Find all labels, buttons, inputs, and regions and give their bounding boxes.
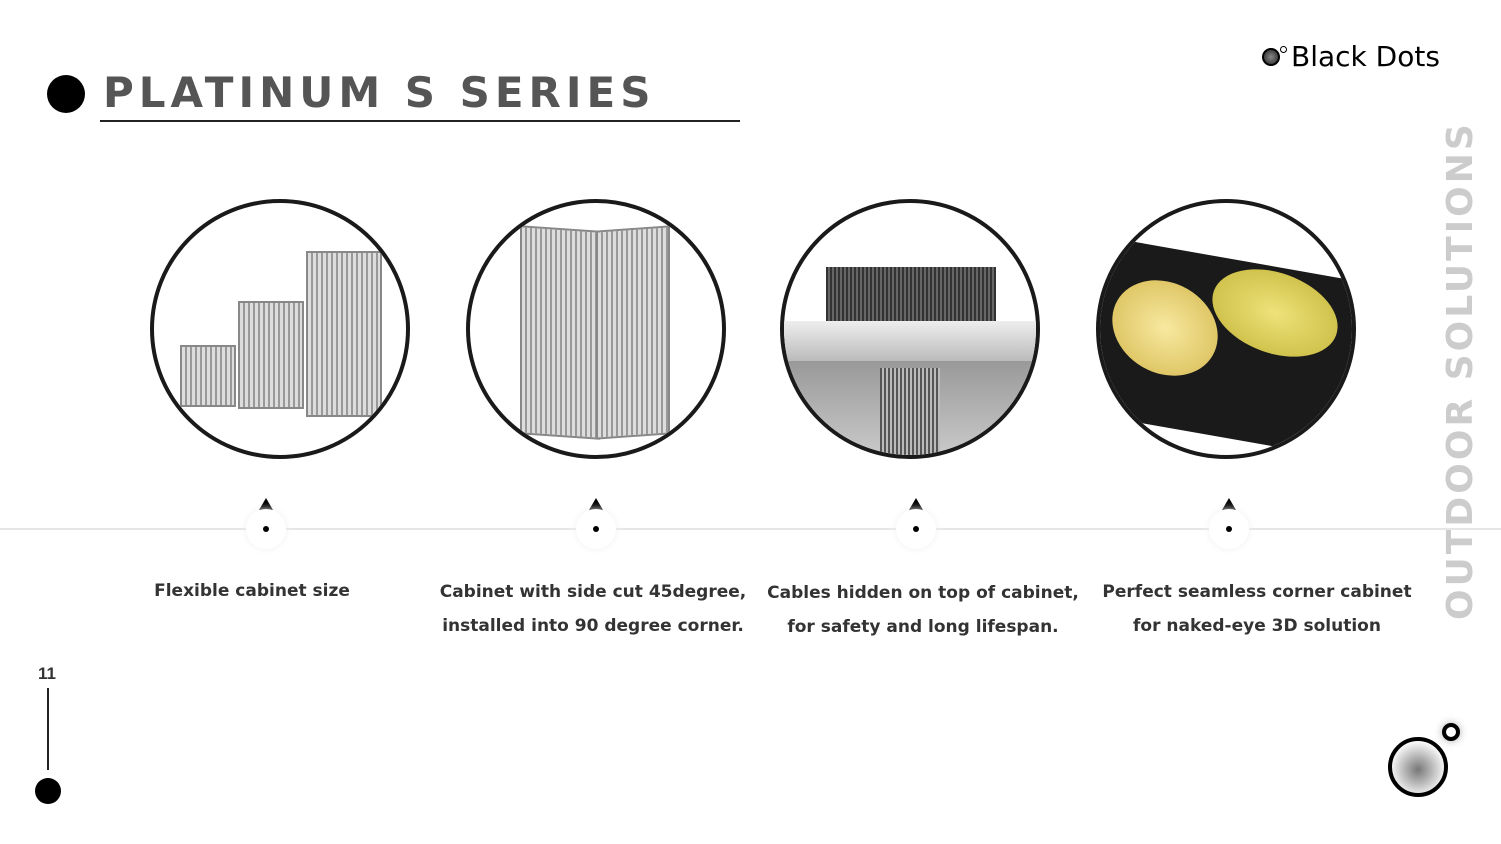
feature-caption: Cables hidden on top of cabinet, for saf…	[758, 576, 1088, 644]
side-label: OUTDOOR SOLUTIONS	[1440, 121, 1481, 620]
feature-caption: Cabinet with side cut 45degree, installe…	[428, 575, 758, 643]
caption-line: Cabinet with side cut 45degree,	[439, 582, 747, 602]
logo-dot-icon	[1262, 47, 1280, 66]
up-arrow-icon	[589, 498, 603, 510]
feature-caption: Flexible cabinet size	[87, 574, 417, 608]
decorative-small-ring-icon	[1442, 723, 1460, 741]
title-underline	[100, 120, 740, 122]
up-arrow-icon	[259, 498, 273, 510]
corner-cabinet-image	[466, 199, 726, 459]
3d-lemon-image	[1096, 199, 1356, 459]
cabinet-sizes-image	[150, 199, 410, 459]
feature-caption: Perfect seamless corner cabinet for nake…	[1092, 575, 1422, 643]
page-number: 11	[38, 664, 56, 683]
caption-line: Cables hidden on top of cabinet,	[767, 583, 1079, 603]
decorative-ring-icon	[1388, 737, 1448, 797]
logo-small-dot-icon	[1280, 46, 1287, 53]
page-marker-line	[47, 688, 49, 770]
up-arrow-icon	[909, 498, 923, 510]
caption-line: Perfect seamless corner cabinet	[1102, 582, 1412, 602]
logo-text: Black Dots	[1291, 40, 1440, 73]
title-bullet	[47, 75, 85, 113]
timeline-node	[246, 509, 286, 549]
timeline-node	[1209, 509, 1249, 549]
cable-cabinet-image	[780, 199, 1040, 459]
caption-line: for naked-eye 3D solution	[1133, 616, 1381, 636]
black-dots-logo: Black Dots	[1262, 40, 1440, 73]
timeline-node	[896, 509, 936, 549]
page-title: PLATINUM S SERIES	[103, 68, 656, 117]
page-marker-dot	[35, 778, 61, 804]
timeline-line	[0, 528, 1501, 530]
up-arrow-icon	[1222, 498, 1236, 510]
caption-line: installed into 90 degree corner.	[442, 616, 744, 636]
caption-line: Flexible cabinet size	[154, 581, 350, 601]
caption-line: for safety and long lifespan.	[787, 617, 1059, 637]
timeline-node	[576, 509, 616, 549]
